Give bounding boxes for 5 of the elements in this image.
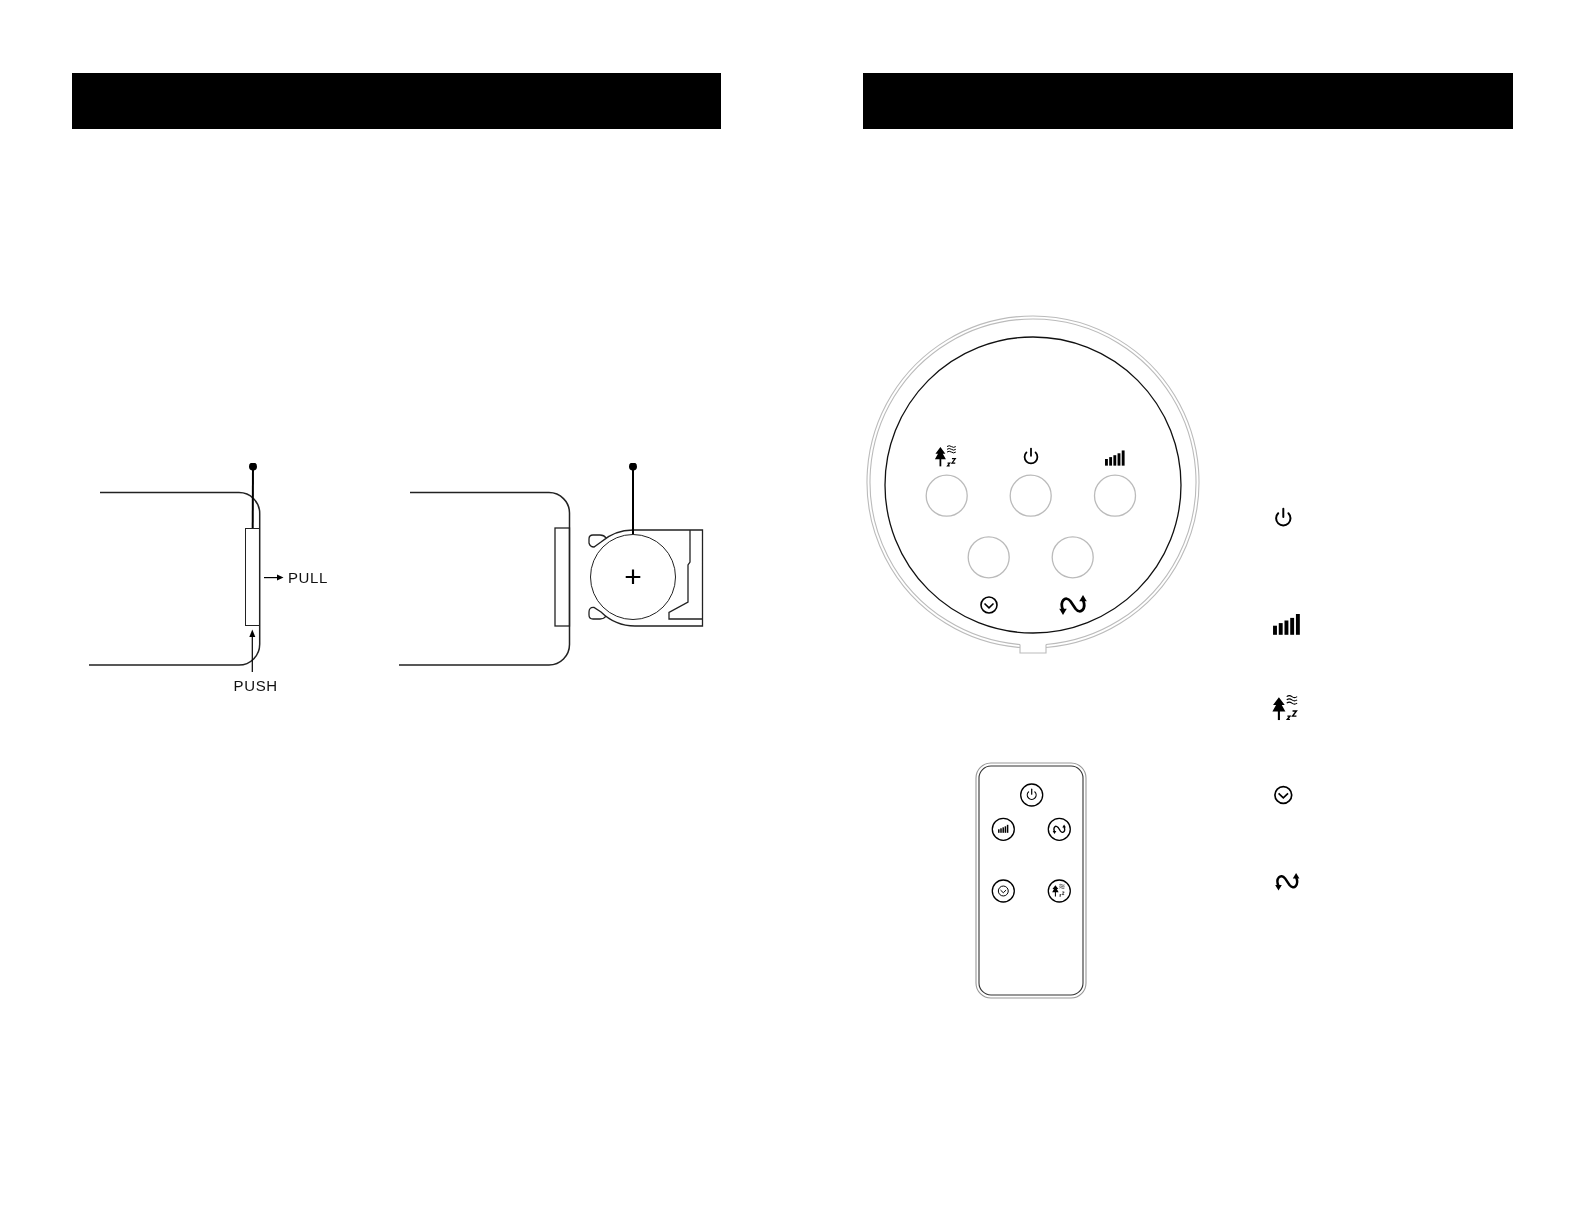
leader-line [629,462,637,535]
battery-tray [245,528,260,626]
action-label: PUSH [233,678,278,693]
action-label: PULL [288,570,328,586]
leader-line [249,462,257,529]
